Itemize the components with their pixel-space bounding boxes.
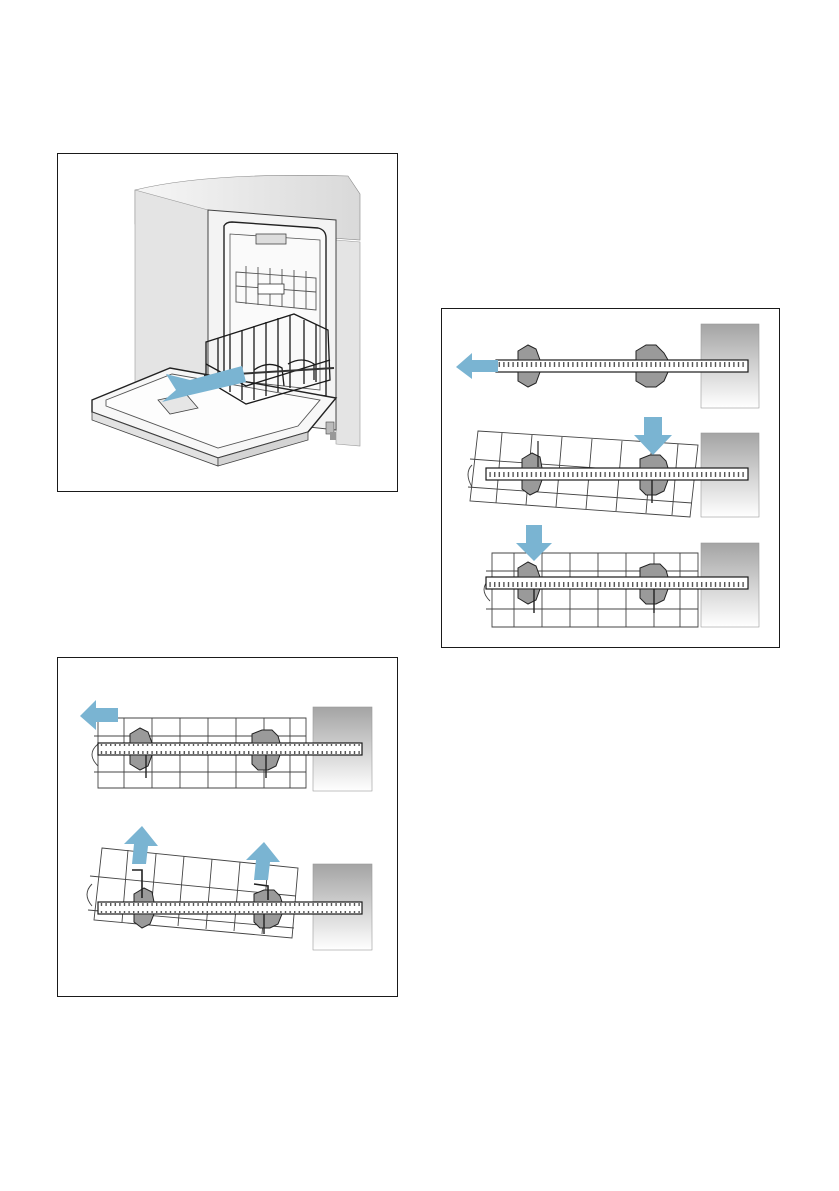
figure-rail-insertion	[441, 308, 780, 648]
step-panel-3	[484, 525, 759, 627]
figure-rail-removal	[57, 657, 398, 997]
arrow-down-icon	[634, 417, 672, 455]
step-panel-1	[80, 700, 372, 791]
figure-dishwasher-open	[57, 153, 398, 492]
rail-clip	[518, 345, 540, 360]
rail-clip	[636, 345, 668, 360]
arrow-up-icon	[246, 842, 280, 880]
rail-removal-illustration	[58, 658, 399, 998]
arrow-left-icon	[456, 353, 498, 379]
step-panel-2	[87, 826, 372, 950]
dishwasher-illustration	[58, 154, 399, 493]
arrow-down-icon	[516, 525, 552, 561]
step-panel-2	[468, 417, 759, 517]
rail-insertion-illustration	[442, 309, 781, 649]
arrow-up-icon	[124, 826, 158, 864]
arrow-left-icon	[80, 700, 118, 730]
step-panel-1	[456, 324, 759, 408]
